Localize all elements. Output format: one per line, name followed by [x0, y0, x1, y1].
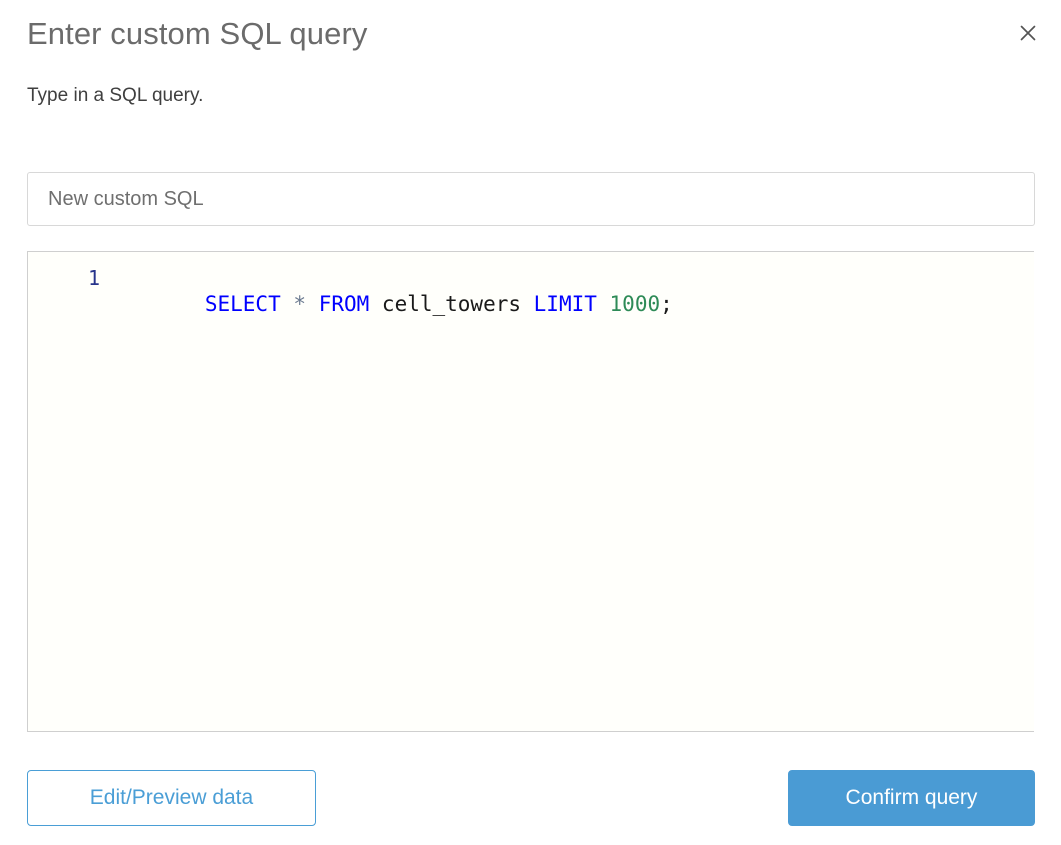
- sql-token-space-3: [369, 292, 382, 316]
- sql-code-line: SELECT * FROM cell_towers LIMIT 1000;: [100, 265, 673, 343]
- sql-token-space-5: [597, 292, 610, 316]
- confirm-query-button[interactable]: Confirm query: [788, 770, 1035, 826]
- sql-token-star: *: [293, 292, 307, 316]
- sql-token-semicolon: ;: [660, 292, 673, 316]
- sql-token-limit-value: 1000: [609, 292, 661, 316]
- query-name-input[interactable]: [27, 172, 1035, 226]
- sql-token-table-name: cell_towers: [381, 292, 521, 316]
- edit-preview-data-button[interactable]: Edit/Preview data: [27, 770, 316, 826]
- sql-token-space-1: [281, 292, 294, 316]
- sql-token-limit: LIMIT: [533, 292, 597, 316]
- line-number-gutter: 1: [87, 266, 100, 290]
- sql-token-space-2: [306, 292, 319, 316]
- sql-editor[interactable]: 1 SELECT * FROM cell_towers LIMIT 1000;: [27, 251, 1034, 732]
- close-button[interactable]: [1009, 14, 1047, 52]
- sql-token-from: FROM: [318, 292, 370, 316]
- sql-token-space-4: [521, 292, 534, 316]
- dialog-description: Type in a SQL query.: [27, 85, 204, 106]
- page-title: Enter custom SQL query: [27, 16, 368, 51]
- sql-token-select: SELECT: [204, 292, 281, 316]
- close-icon: [1018, 23, 1038, 43]
- code-line-row: 1 SELECT * FROM cell_towers LIMIT 1000;: [28, 252, 1034, 316]
